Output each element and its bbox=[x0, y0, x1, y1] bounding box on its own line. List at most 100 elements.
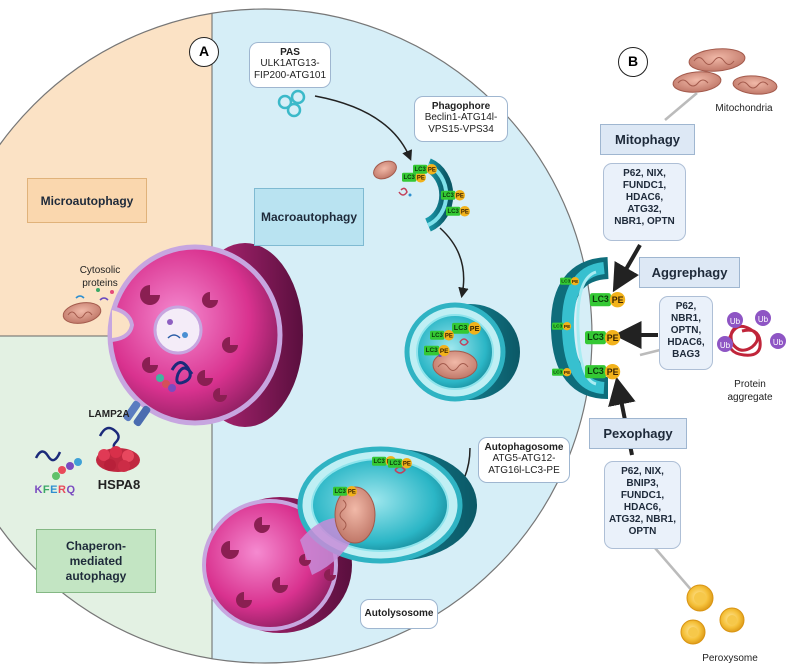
lc3-label: LC3 bbox=[402, 172, 417, 182]
kferq-e: E bbox=[50, 484, 58, 496]
mitochondria-label: Mitochondria bbox=[715, 103, 773, 114]
mitophagy-receptors: P62, NIX, FUNDC1, HDAC6, ATG32, NBR1, OP… bbox=[603, 163, 686, 241]
phagophore-box: Phagophore Beclin1-ATG14l- VPS15-VPS34 bbox=[414, 96, 508, 142]
pe-label: PE bbox=[562, 368, 572, 377]
cytosolic-mitochondrion bbox=[62, 302, 102, 324]
mitophagy-item: ATG32, bbox=[627, 204, 662, 215]
pexophagy-item: P62, NIX, bbox=[621, 466, 664, 477]
pexophagy-item: BNIP3, bbox=[626, 478, 659, 489]
pexophagy-item: FUNDC1, bbox=[620, 490, 665, 501]
kferq-substrate bbox=[34, 450, 82, 480]
lc3-label: LC3 bbox=[452, 322, 470, 334]
pe-label: PE bbox=[459, 206, 471, 217]
aggrephagy-item: P62, bbox=[675, 301, 697, 312]
pe-label: PE bbox=[426, 164, 438, 175]
pe-label: PE bbox=[604, 330, 621, 346]
autolysosome-box: Autolysosome bbox=[360, 599, 438, 629]
ub-tag: Ub bbox=[729, 317, 741, 326]
aggrephagy-title: Aggrephagy bbox=[639, 257, 740, 288]
phagophore-title: Phagophore bbox=[431, 101, 491, 112]
ub-tag: Ub bbox=[757, 315, 769, 324]
kferq-f: F bbox=[42, 484, 51, 496]
lc3-label: LC3 bbox=[560, 277, 572, 285]
lc3-label: LC3 bbox=[372, 456, 387, 466]
panel-b-label: B bbox=[618, 47, 648, 77]
pe-label: PE bbox=[562, 322, 572, 331]
peroxysome-label: Peroxysome bbox=[702, 653, 758, 664]
lc3-label: LC3 bbox=[413, 164, 428, 174]
lc3-label: LC3 bbox=[430, 330, 445, 340]
pexophagy-item: OPTN bbox=[628, 526, 657, 537]
kferq-k: K bbox=[34, 484, 43, 496]
aggrephagy-item: HDAC6, bbox=[667, 337, 705, 348]
mitophagy-item: P62, NIX, bbox=[623, 168, 666, 179]
aggrephagy-item: BAG3 bbox=[672, 349, 700, 360]
pas-text: ULK1ATG13- FIP200-ATG101 bbox=[253, 58, 327, 81]
protein-aggregate bbox=[717, 310, 786, 357]
lc3-label: LC3 bbox=[552, 368, 564, 376]
aggrephagy-receptors: P62, NBR1, OPTN, HDAC6, BAG3 bbox=[659, 296, 713, 370]
lc3-label: LC3 bbox=[446, 206, 461, 216]
lc3-label: LC3 bbox=[441, 190, 456, 200]
pexophagy-receptors: P62, NIX, BNIP3, FUNDC1, HDAC6, ATG32, N… bbox=[604, 461, 681, 549]
lamp2a-label: LAMP2A bbox=[88, 409, 130, 420]
pe-label: PE bbox=[454, 190, 466, 201]
pe-label: PE bbox=[443, 330, 455, 341]
aggrephagy-item: NBR1, bbox=[670, 313, 701, 324]
pe-label: PE bbox=[346, 486, 358, 497]
lc3-label: LC3 bbox=[388, 458, 403, 468]
autophagosome-box: Autophagosome ATG5-ATG12- ATG16l-LC3-PE bbox=[478, 437, 570, 483]
ub-tag: Ub bbox=[772, 338, 784, 347]
pe-label: PE bbox=[609, 292, 626, 308]
pe-label: PE bbox=[468, 322, 481, 335]
protein-aggregate-label: Protein aggregate bbox=[727, 379, 773, 403]
pas-box: PAS ULK1ATG13- FIP200-ATG101 bbox=[249, 42, 331, 88]
macroautophagy-label: Macroautophagy bbox=[254, 188, 364, 246]
lc3-label: LC3 bbox=[333, 486, 348, 496]
mitochondria-cluster bbox=[672, 48, 778, 95]
pe-label: PE bbox=[604, 364, 621, 380]
autophagosome-title: Autophagosome bbox=[484, 442, 564, 453]
mitophagy-title: Mitophagy bbox=[600, 124, 695, 155]
pexophagy-item: ATG32, NBR1, bbox=[608, 514, 677, 525]
autolysosome bbox=[202, 446, 477, 633]
cma-label: Chaperon- mediated autophagy bbox=[36, 529, 156, 593]
mitophagy-item: HDAC6, bbox=[625, 192, 664, 203]
pas-vesicles bbox=[277, 89, 306, 118]
cytosolic-proteins-label: Cytosolic proteins bbox=[79, 265, 121, 289]
phagophore-text: Beclin1-ATG14l- VPS15-VPS34 bbox=[424, 112, 498, 135]
lc3-label: LC3 bbox=[552, 322, 564, 330]
pas-title: PAS bbox=[280, 47, 300, 58]
hspa8-chaperone bbox=[96, 446, 140, 472]
kferq-q: Q bbox=[66, 484, 76, 496]
pe-label: PE bbox=[415, 172, 427, 183]
mitophagy-item: NBR1, OPTN bbox=[614, 216, 675, 227]
kferq-r: R bbox=[58, 484, 67, 496]
arrow-pas-to-phagophore bbox=[314, 95, 413, 161]
autophagosome-text: ATG5-ATG12- ATG16l-LC3-PE bbox=[488, 453, 560, 476]
pexophagy-title: Pexophagy bbox=[589, 418, 687, 449]
pe-label: PE bbox=[438, 345, 450, 357]
lysosome bbox=[107, 243, 303, 427]
mitophagy-item: FUNDC1, bbox=[622, 180, 667, 191]
lc3-label: LC3 bbox=[424, 345, 440, 356]
kferq-label: KFERQ bbox=[30, 484, 80, 497]
lc3-label: LC3 bbox=[585, 331, 607, 345]
peroxisome-cluster bbox=[680, 584, 745, 645]
pe-label: PE bbox=[401, 458, 413, 469]
panel-a-label: A bbox=[189, 37, 219, 67]
microautophagy-label: Microautophagy bbox=[27, 178, 147, 223]
